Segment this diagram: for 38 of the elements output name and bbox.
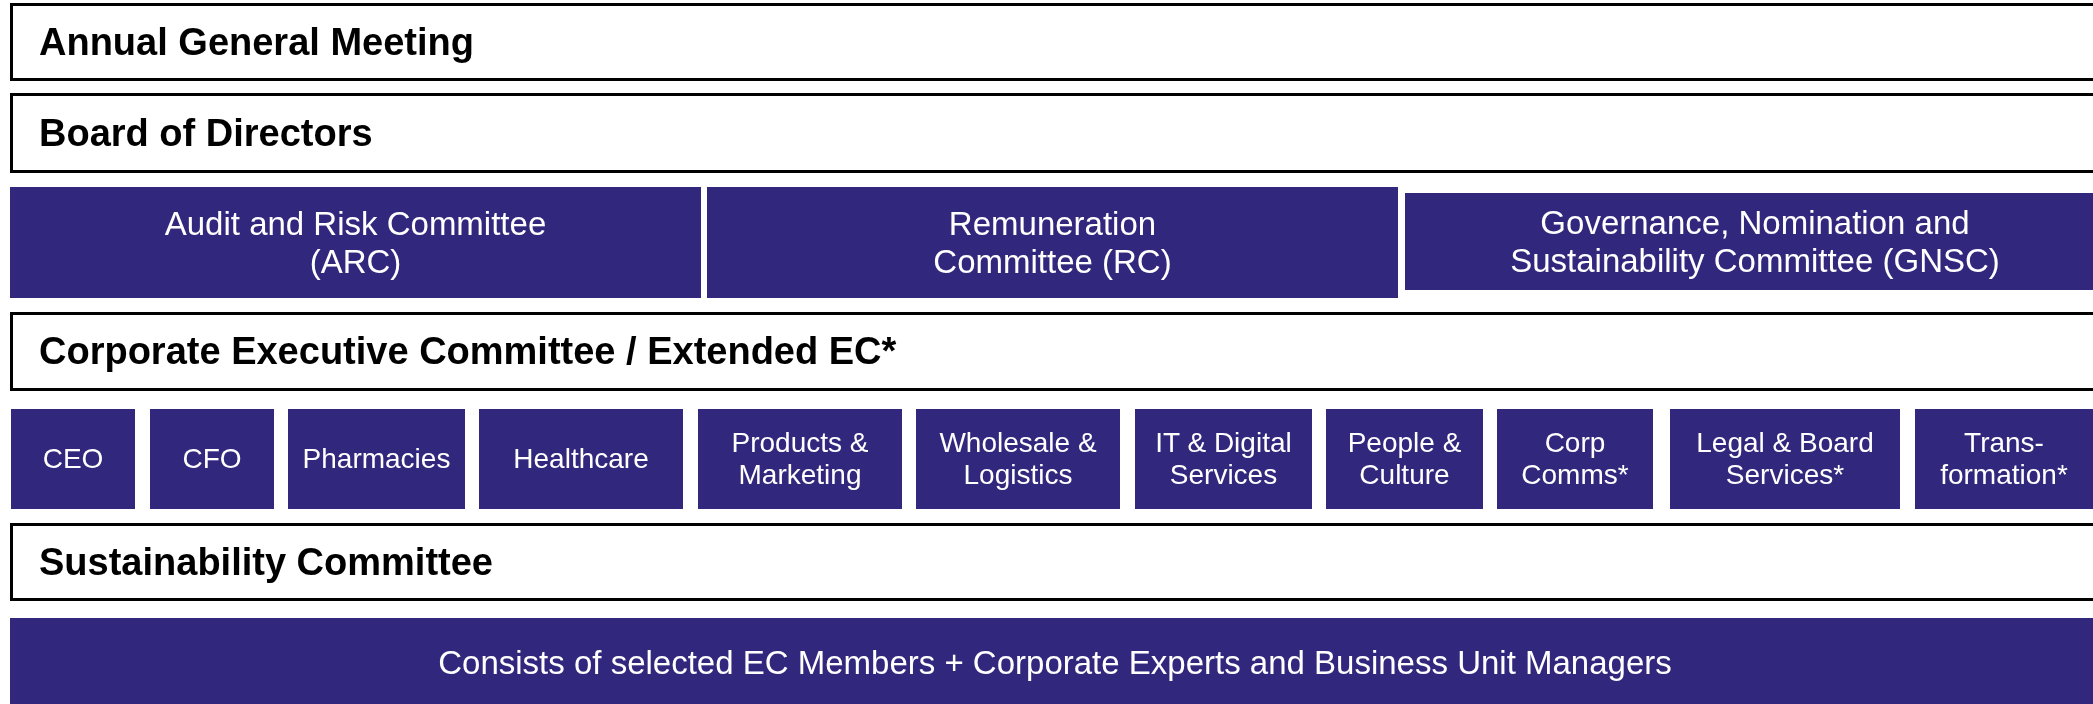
committee-box [479, 409, 683, 509]
committee-label: Consists of selected EC Members + Corporate Experts and Business Unit Managers [438, 644, 1672, 682]
heading-band [10, 93, 2093, 173]
committee-label: CEO [42, 442, 104, 476]
committee-label: Trans- formation* [1939, 426, 2069, 492]
committee-box [1135, 409, 1312, 509]
committee-box [707, 187, 1398, 298]
committee-box [1497, 409, 1653, 509]
committee-box [1670, 409, 1900, 509]
committee-box [11, 409, 135, 509]
committee-box [10, 618, 2093, 704]
committee-box [916, 409, 1120, 509]
committee-box [698, 409, 902, 509]
committee-label: Legal & Board Services* [1695, 426, 1875, 492]
committee-box [1326, 409, 1483, 509]
committee-label: Corp Comms* [1520, 426, 1630, 492]
committee-box [10, 187, 701, 298]
committee-label: Remuneration Committee (RC) [932, 204, 1173, 281]
committee-label: Governance, Nomination and Sustainability Committee (GNSC) [1509, 203, 2001, 280]
heading-text: Sustainability Committee [39, 540, 493, 584]
heading-text: Board of Directors [39, 111, 373, 155]
heading-text: Annual General Meeting [39, 20, 474, 64]
heading-band [10, 523, 2093, 601]
committee-box [150, 409, 274, 509]
heading-band [10, 312, 2093, 391]
heading-band [10, 3, 2093, 81]
committee-label: CFO [182, 442, 242, 476]
committee-box [1915, 409, 2093, 509]
heading-text: Corporate Executive Committee / Extended EC* [39, 330, 897, 373]
committee-label: IT & Digital Services [1154, 426, 1293, 492]
committee-label: Wholesale & Logistics [938, 426, 1098, 492]
committee-label: Products & Marketing [730, 426, 870, 492]
committee-box [1405, 193, 2093, 290]
committee-label: Healthcare [513, 442, 649, 476]
committee-label: People & Culture [1346, 426, 1463, 492]
committee-label: Pharmacies [302, 442, 451, 476]
committee-label: Audit and Risk Committee (ARC) [163, 204, 548, 281]
committee-box [288, 409, 465, 509]
